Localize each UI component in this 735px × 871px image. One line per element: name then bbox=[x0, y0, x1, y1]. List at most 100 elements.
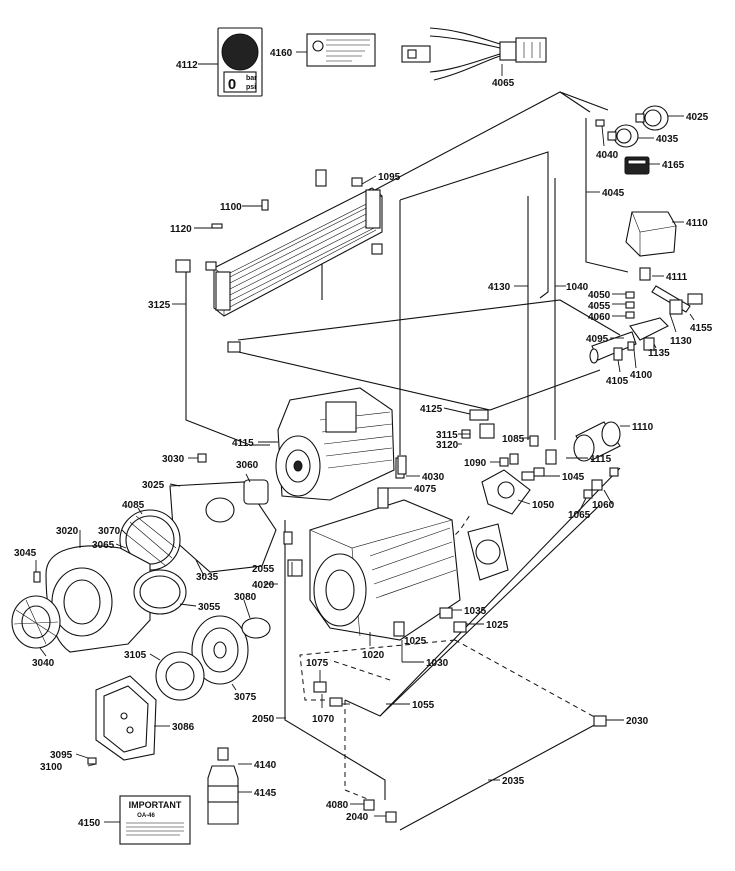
connector-4165 bbox=[624, 156, 650, 175]
callout-3120: 3120 bbox=[436, 440, 459, 451]
callout-4080: 4080 bbox=[326, 800, 349, 811]
callout-4155: 4155 bbox=[690, 323, 713, 334]
callout-3095: 3095 bbox=[50, 750, 73, 761]
callout-3060: 3060 bbox=[236, 460, 259, 471]
callout-3080: 3080 bbox=[234, 592, 257, 603]
callout-1040: 1040 bbox=[566, 282, 589, 293]
electric-motor-4115 bbox=[275, 387, 395, 501]
callout-1130: 1130 bbox=[670, 336, 692, 347]
nut-4040 bbox=[595, 119, 605, 127]
valve-assembly bbox=[589, 267, 703, 364]
callout-3105: 3105 bbox=[124, 650, 147, 661]
hose-clamp-3080 bbox=[241, 617, 271, 639]
cover-3086 bbox=[95, 675, 157, 761]
callout-1030: 1030 bbox=[426, 658, 449, 669]
callout-4045: 4045 bbox=[602, 188, 625, 199]
callout-3086: 3086 bbox=[172, 722, 195, 733]
callout-1020: 1020 bbox=[362, 650, 385, 661]
callout-1035: 1035 bbox=[464, 606, 487, 617]
gauge-decal-unit-bottom: psi bbox=[246, 84, 256, 91]
callout-4115: 4115 bbox=[232, 438, 254, 449]
callout-1075: 1075 bbox=[306, 658, 329, 669]
callout-4040: 4040 bbox=[596, 150, 619, 161]
callout-1100: 1100 bbox=[220, 202, 242, 213]
callout-1110: 1110 bbox=[632, 422, 654, 433]
callout-4150: 4150 bbox=[78, 818, 101, 829]
callout-3075: 3075 bbox=[234, 692, 257, 703]
callout-1090: 1090 bbox=[464, 458, 487, 469]
clamp-ring-3055 bbox=[133, 569, 187, 615]
callout-3020: 3020 bbox=[56, 526, 79, 537]
callout-4110: 4110 bbox=[686, 218, 708, 229]
callout-4050: 4050 bbox=[588, 290, 611, 301]
callout-1050: 1050 bbox=[532, 500, 555, 511]
callout-2050: 2050 bbox=[252, 714, 275, 725]
small-fittings bbox=[33, 409, 619, 823]
callout-4055: 4055 bbox=[588, 301, 611, 312]
callout-4020: 4020 bbox=[252, 580, 275, 591]
callout-4060: 4060 bbox=[588, 312, 611, 323]
callout-4035: 4035 bbox=[656, 134, 679, 145]
callout-1095: 1095 bbox=[378, 172, 401, 183]
callout-1135: 1135 bbox=[648, 348, 670, 359]
label-plate-4160 bbox=[306, 33, 376, 67]
callout-4100: 4100 bbox=[630, 370, 653, 381]
gauge-decal-4112: 0 bar psi bbox=[217, 27, 263, 97]
callout-4111: 4111 bbox=[666, 272, 688, 283]
gauge-decal-value: 0 bbox=[228, 76, 236, 93]
callout-4065: 4065 bbox=[492, 78, 515, 89]
compressor-block-1020 bbox=[309, 457, 461, 641]
callout-4165: 4165 bbox=[662, 160, 685, 171]
callout-4140: 4140 bbox=[254, 760, 277, 771]
callout-3055: 3055 bbox=[198, 602, 221, 613]
callout-4105: 4105 bbox=[606, 376, 629, 387]
callout-2030: 2030 bbox=[626, 716, 649, 727]
connection-lines bbox=[185, 91, 629, 831]
callout-4095: 4095 bbox=[586, 334, 609, 345]
important-sticker-4150: IMPORTANT OA-46 bbox=[119, 795, 191, 845]
flange-1050 bbox=[481, 467, 545, 515]
leader-lines bbox=[35, 51, 695, 823]
callout-2055: 2055 bbox=[252, 564, 275, 575]
sticker-subline: OA-46 bbox=[137, 813, 155, 819]
callout-4030: 4030 bbox=[422, 472, 445, 483]
fan-grille-3040 bbox=[11, 595, 61, 649]
callout-3070: 3070 bbox=[98, 526, 121, 537]
callout-4085: 4085 bbox=[122, 500, 145, 511]
pressure-gauge-4025 bbox=[635, 105, 669, 131]
callout-2035: 2035 bbox=[502, 776, 525, 787]
callout-4125: 4125 bbox=[420, 404, 443, 415]
callout-3040: 3040 bbox=[32, 658, 55, 669]
wiring-harness-4065 bbox=[401, 27, 547, 81]
callout-1085: 1085 bbox=[502, 434, 525, 445]
callout-1025b: 1025 bbox=[486, 620, 509, 631]
callout-1115: 1115 bbox=[590, 454, 612, 465]
callout-3100: 3100 bbox=[40, 762, 63, 773]
callout-4145: 4145 bbox=[254, 788, 277, 799]
callout-1120: 1120 bbox=[170, 224, 192, 235]
callout-3045: 3045 bbox=[14, 548, 37, 559]
callout-1045: 1045 bbox=[562, 472, 585, 483]
radiator-1095 bbox=[175, 169, 383, 353]
callout-3025: 3025 bbox=[142, 480, 165, 491]
filter-1110 bbox=[573, 421, 621, 462]
callout-4130: 4130 bbox=[488, 282, 511, 293]
callout-1060: 1060 bbox=[592, 500, 615, 511]
callout-1070: 1070 bbox=[312, 714, 335, 725]
cover-plate bbox=[467, 523, 509, 581]
bearing-3105 bbox=[155, 651, 205, 701]
callout-3125: 3125 bbox=[148, 300, 171, 311]
gauge-decal-unit-top: bar bbox=[246, 75, 257, 82]
callout-2040: 2040 bbox=[346, 812, 369, 823]
callout-4160: 4160 bbox=[270, 48, 293, 59]
gauge-4035 bbox=[607, 124, 639, 148]
fan-impeller-3075 bbox=[191, 615, 249, 685]
oil-bottle-4140 bbox=[207, 747, 239, 825]
callout-numbers: 4112416040654025403540404165404510951100… bbox=[14, 48, 713, 829]
callout-1065: 1065 bbox=[568, 510, 591, 521]
cover-cap-4110 bbox=[625, 211, 677, 257]
callout-1055: 1055 bbox=[412, 700, 435, 711]
sticker-heading: IMPORTANT bbox=[129, 800, 182, 810]
callout-3115: 3115 bbox=[436, 430, 458, 441]
